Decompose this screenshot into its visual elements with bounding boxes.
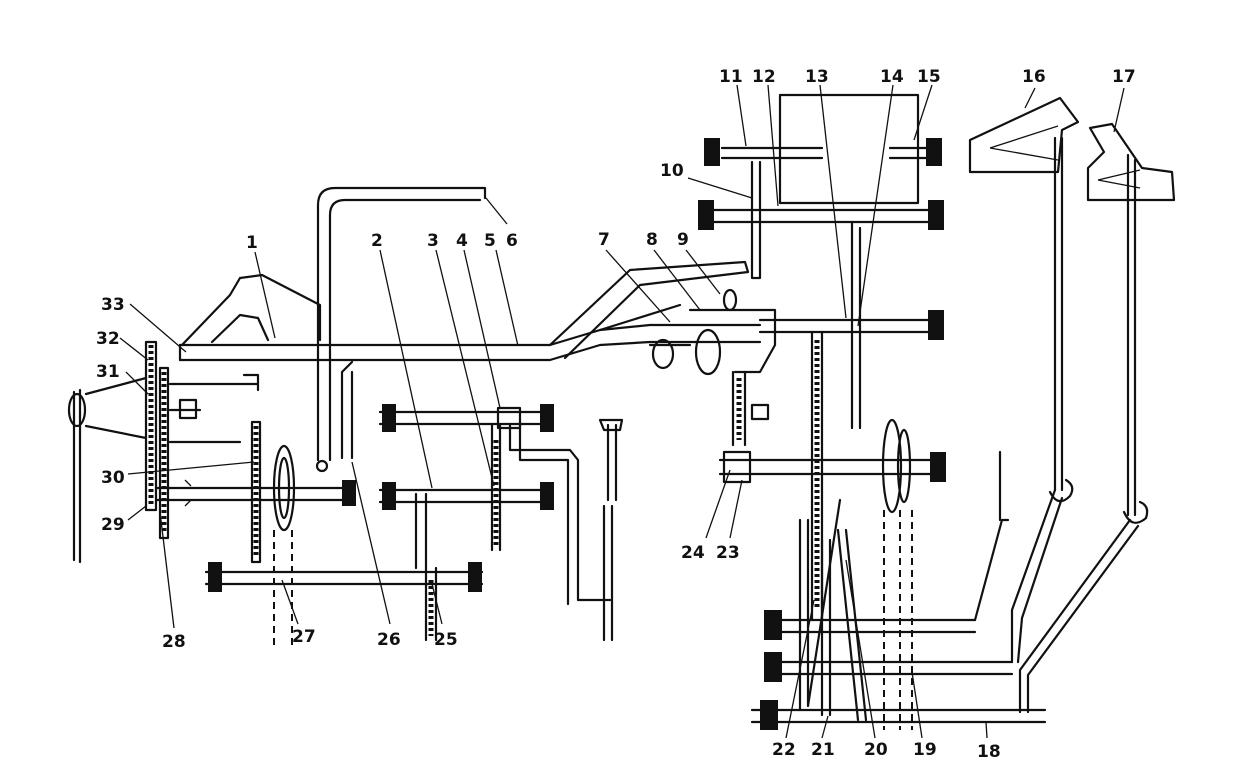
callout-16: 16 xyxy=(1022,67,1046,87)
callout-30: 30 xyxy=(101,468,125,488)
callout-20: 20 xyxy=(864,740,888,760)
callout-7: 7 xyxy=(598,230,610,250)
levers xyxy=(968,96,1176,524)
callout-27: 27 xyxy=(292,627,316,647)
callout-23: 23 xyxy=(716,543,740,563)
lower-left-shafts xyxy=(154,420,484,646)
callout-6: 6 xyxy=(506,231,518,251)
callout-32: 32 xyxy=(96,329,120,349)
callout-15: 15 xyxy=(917,67,941,87)
callout-5: 5 xyxy=(484,231,496,251)
callout-labels: 1 2 3 4 5 6 7 8 9 10 11 12 13 14 15 16 1… xyxy=(96,67,1136,762)
callout-1: 1 xyxy=(246,233,258,253)
callout-11: 11 xyxy=(719,67,743,87)
callout-4: 4 xyxy=(456,231,468,251)
callout-19: 19 xyxy=(913,740,937,760)
left-sprockets xyxy=(67,340,260,564)
callout-13: 13 xyxy=(805,67,829,87)
callout-25: 25 xyxy=(434,630,458,650)
callout-9: 9 xyxy=(677,230,689,250)
callout-21: 21 xyxy=(811,740,835,760)
callout-24: 24 xyxy=(681,543,705,563)
callout-22: 22 xyxy=(772,740,796,760)
callout-26: 26 xyxy=(377,630,401,650)
callout-2: 2 xyxy=(371,231,383,251)
callout-31: 31 xyxy=(96,362,120,382)
callout-8: 8 xyxy=(646,230,658,250)
middle-shafts xyxy=(378,404,624,642)
callout-17: 17 xyxy=(1112,67,1136,87)
callout-28: 28 xyxy=(162,632,186,652)
callout-33: 33 xyxy=(101,295,125,315)
callout-3: 3 xyxy=(427,231,439,251)
callout-18: 18 xyxy=(977,742,1001,762)
leader-lines xyxy=(119,84,1125,739)
main-frame xyxy=(178,186,777,473)
upper-right-shafts xyxy=(698,93,944,622)
callout-10: 10 xyxy=(660,161,684,181)
lower-right-shafts xyxy=(750,450,1140,730)
callout-29: 29 xyxy=(101,515,125,535)
callout-12: 12 xyxy=(752,67,776,87)
callout-14: 14 xyxy=(880,67,904,87)
